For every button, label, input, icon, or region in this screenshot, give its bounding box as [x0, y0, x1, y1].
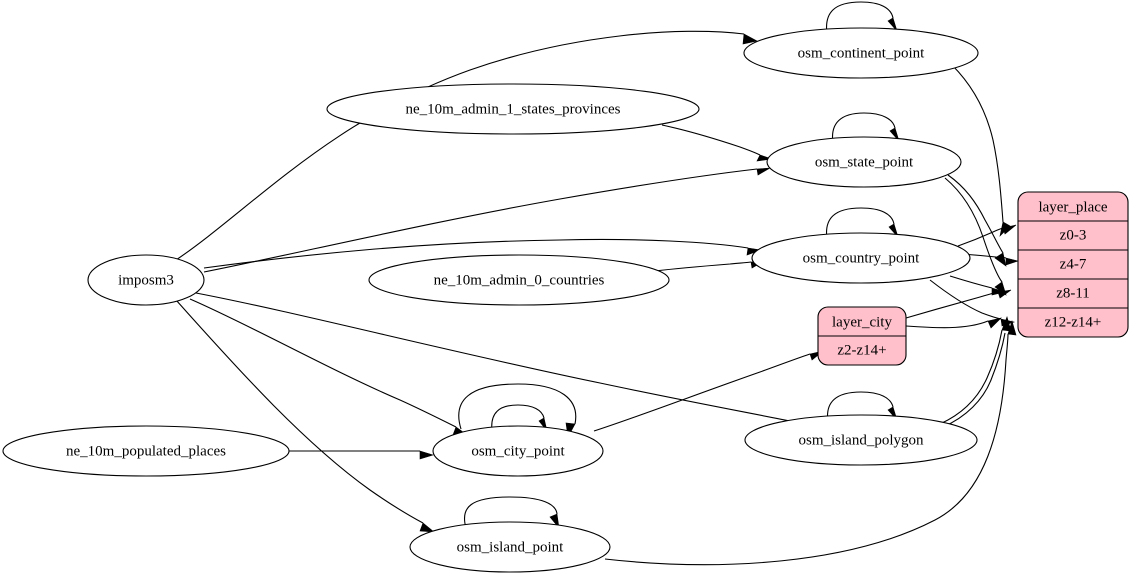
- node-ne-10m-admin-0-countries[interactable]: ne_10m_admin_0_countries: [368, 254, 670, 306]
- edge-osm-city-point-to-layer-city: [593, 350, 824, 432]
- node-osm-continent-point[interactable]: osm_continent_point: [743, 27, 979, 79]
- edge-layer-city-to-layer-place-z8-11: [905, 289, 1012, 319]
- node-label-osm-continent-point: osm_continent_point: [798, 45, 925, 61]
- edge-imposm3-to-osm-state-point: [203, 167, 771, 273]
- edge-imposm3-to-osm-continent-point: [175, 30, 758, 261]
- node-label-osm-country-point: osm_country_point: [803, 250, 920, 266]
- node-ne-10m-admin-1-states-provinces[interactable]: ne_10m_admin_1_states_provinces: [326, 83, 700, 135]
- node-osm-island-point[interactable]: osm_island_point: [409, 521, 611, 573]
- edge-ne-admin1-to-osm-state-point: [661, 124, 773, 162]
- edge-ne-admin0-to-osm-country-point: [654, 260, 765, 272]
- node-imposm3[interactable]: imposm3: [87, 254, 205, 306]
- layer-city-row-z2-z14[interactable]: z2-z14+: [837, 342, 886, 358]
- edge-self-osm-state-point: [831, 112, 900, 144]
- edge-osm-island-point-to-layer-place-z12-z14: [604, 319, 1017, 566]
- node-layer-city[interactable]: layer_city z2-z14+: [817, 306, 907, 366]
- layer-place-row-z12-z14[interactable]: z12-z14+: [1045, 314, 1102, 330]
- node-label-imposm3: imposm3: [118, 272, 174, 288]
- edge-ne-populated-to-osm-city-point: [289, 450, 435, 460]
- node-label-osm-city-point: osm_city_point: [471, 443, 565, 459]
- edge-osm-island-polygon-to-layer-place-z12-z14-alt: [942, 332, 1006, 428]
- edge-osm-country-point-to-layer-place-z4-7: [961, 253, 1020, 266]
- edge-osm-island-polygon-to-layer-place-z12-z14: [939, 316, 1012, 425]
- node-layer-place[interactable]: layer_place z0-3 z4-7 z8-11 z12-z14+: [1017, 191, 1129, 338]
- edge-imposm3-to-osm-island-polygon: [195, 292, 809, 430]
- edge-layer-city-to-layer-place-z12-z14: [905, 317, 1002, 329]
- node-label-ne-populated: ne_10m_populated_places: [66, 443, 226, 459]
- node-osm-state-point[interactable]: osm_state_point: [766, 136, 962, 188]
- node-osm-city-point[interactable]: osm_city_point: [432, 425, 604, 477]
- node-label-osm-state-point: osm_state_point: [815, 154, 914, 170]
- node-label-osm-island-point: osm_island_point: [457, 539, 565, 555]
- node-osm-island-polygon[interactable]: osm_island_polygon: [744, 414, 978, 466]
- edge-imposm3-to-osm-city-point: [189, 298, 468, 436]
- layer-place-row-z0-3[interactable]: z0-3: [1060, 227, 1087, 243]
- edge-osm-state-point-to-layer-place-z4-7: [947, 174, 1007, 267]
- layer-city-title: layer_city: [832, 314, 892, 330]
- layer-place-row-z8-11[interactable]: z8-11: [1056, 285, 1090, 301]
- edge-osm-country-point-to-layer-place-z0-3: [957, 224, 1017, 247]
- edge-osm-continent-point-to-layer-place-z0-3: [951, 64, 1011, 237]
- edge-layer: [175, 1, 1020, 566]
- edge-self-osm-continent-point: [825, 1, 898, 35]
- edge-imposm3-to-osm-island-point: [175, 299, 435, 533]
- node-layer: imposm3 ne_10m_admin_1_states_provinces …: [2, 27, 1129, 573]
- node-osm-country-point[interactable]: osm_country_point: [751, 232, 971, 284]
- node-label-osm-island-polygon: osm_island_polygon: [798, 432, 924, 448]
- node-ne-10m-populated-places[interactable]: ne_10m_populated_places: [2, 425, 290, 477]
- node-label-ne-admin1: ne_10m_admin_1_states_provinces: [406, 101, 621, 117]
- layer-place-title: layer_place: [1038, 199, 1107, 215]
- node-label-ne-admin0: ne_10m_admin_0_countries: [434, 272, 605, 288]
- layer-place-row-z4-7[interactable]: z4-7: [1060, 256, 1087, 272]
